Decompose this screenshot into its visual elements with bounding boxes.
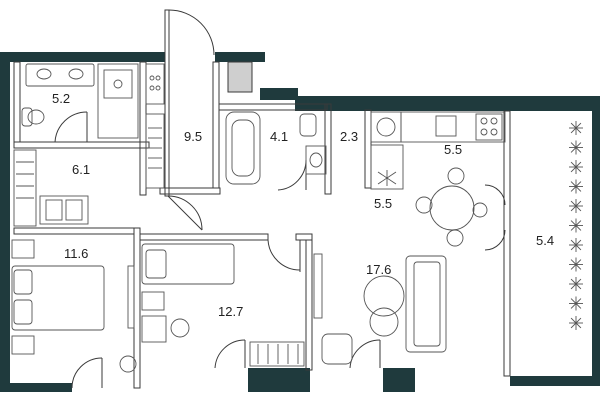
- outer-walls: [0, 52, 600, 392]
- plant-icon: [569, 199, 583, 213]
- bathroom-1-fixtures: [21, 63, 139, 139]
- plant-icon: [569, 238, 583, 252]
- plant-icon: [569, 257, 583, 272]
- dressing-fixtures: [13, 149, 89, 227]
- doors: [54, 9, 506, 389]
- bedroom-2-furniture: [141, 243, 305, 367]
- room-area-laundry: 2.3: [340, 129, 358, 144]
- room-area-kitchen-nook: 5.5: [374, 196, 392, 211]
- plant-icon: [569, 160, 583, 174]
- room-area-bathroom-2: 4.1: [270, 129, 288, 144]
- plant-icon: [569, 121, 583, 135]
- plant-icon: [569, 316, 583, 330]
- plant-icon: [569, 296, 583, 311]
- bathroom-2-fixtures: [225, 111, 327, 185]
- room-area-living-room: 17.6: [366, 262, 391, 277]
- room-area-dressing: 6.1: [72, 162, 90, 177]
- room-area-kitchen: 5.5: [444, 142, 462, 157]
- plant-icon: [569, 179, 583, 194]
- room-area-hallway: 9.5: [184, 129, 202, 144]
- kitchen-fixtures: [370, 111, 506, 247]
- room-area-balcony: 5.4: [536, 233, 554, 248]
- plant-icon: [569, 140, 583, 155]
- plant-icon: [569, 218, 583, 233]
- living-room-furniture: [313, 253, 447, 365]
- room-area-bedroom-1: 11.6: [64, 246, 88, 261]
- bedroom-1-furniture: [11, 239, 137, 373]
- balcony-plants: [569, 121, 583, 330]
- hallway-fixtures: [145, 61, 253, 189]
- room-labels: 5.2 9.5 4.1 2.3 5.5 6.1 5.5 5.4 11.6 17.…: [52, 91, 554, 319]
- interior-walls: [13, 9, 511, 389]
- room-area-bathroom-1: 5.2: [52, 91, 70, 106]
- plant-icon: [569, 277, 583, 291]
- room-area-bedroom-2: 12.7: [218, 304, 243, 319]
